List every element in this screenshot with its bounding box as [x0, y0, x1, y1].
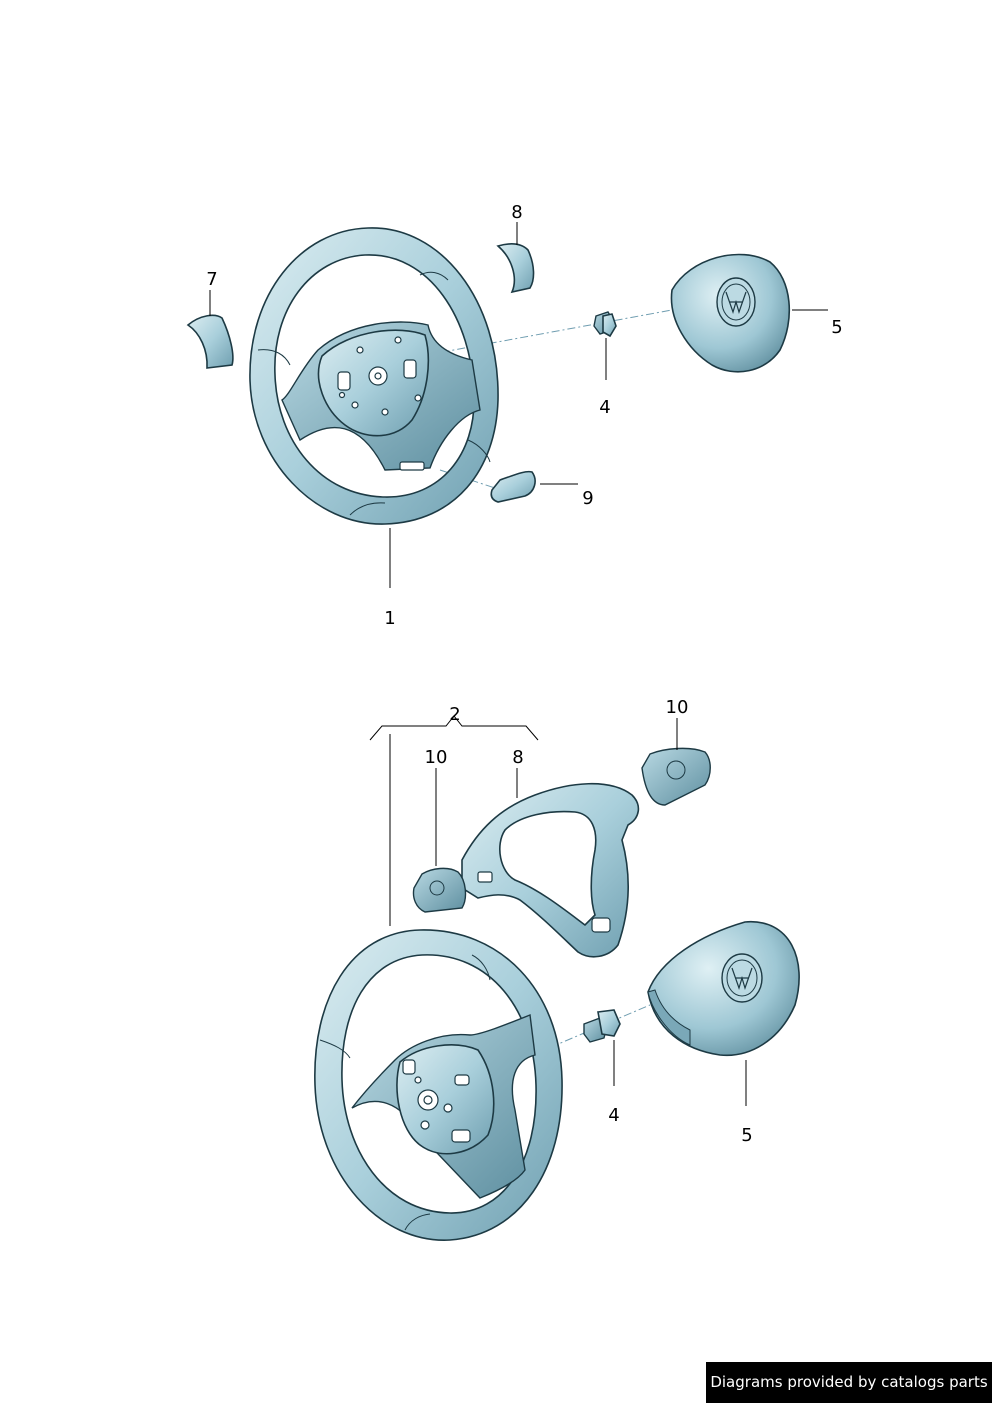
control-switch-10-left	[412, 867, 467, 913]
callout-9: 9	[582, 488, 593, 509]
bolt-4-bottom	[583, 1009, 621, 1043]
callout-10-left: 10	[425, 747, 448, 768]
control-switch-10-right	[641, 747, 711, 806]
callout-7: 7	[206, 269, 217, 290]
callout-2: 2	[449, 704, 460, 725]
steering-wheel-top	[249, 227, 499, 525]
callout-8-bottom: 8	[512, 747, 523, 768]
credit-banner: Diagrams provided by catalogs parts	[706, 1362, 992, 1403]
trim-cover-7	[186, 314, 234, 369]
callout-5-top: 5	[831, 317, 842, 338]
callout-8-top: 8	[511, 202, 522, 223]
callout-10-right: 10	[666, 697, 689, 718]
callout-4-bottom: 4	[608, 1105, 619, 1126]
callout-4-top: 4	[599, 397, 610, 418]
trim-cover-9	[490, 470, 536, 503]
trim-bezel-8-bottom	[461, 782, 640, 958]
callout-1: 1	[384, 608, 395, 629]
top-assembly: 7 8 5 4 9 1	[186, 202, 843, 629]
callout-5-bottom: 5	[741, 1125, 752, 1146]
top-mounting-axis	[409, 309, 673, 359]
bolt-4-top	[593, 311, 617, 338]
trim-cover-8-top	[496, 243, 535, 294]
bottom-assembly: 2 10 8 10 4 5	[314, 697, 800, 1241]
steering-wheel-bottom	[314, 929, 563, 1241]
airbag-module-5-top	[670, 253, 791, 373]
airbag-module-5-bottom	[647, 921, 800, 1057]
bracket-2	[369, 715, 539, 741]
